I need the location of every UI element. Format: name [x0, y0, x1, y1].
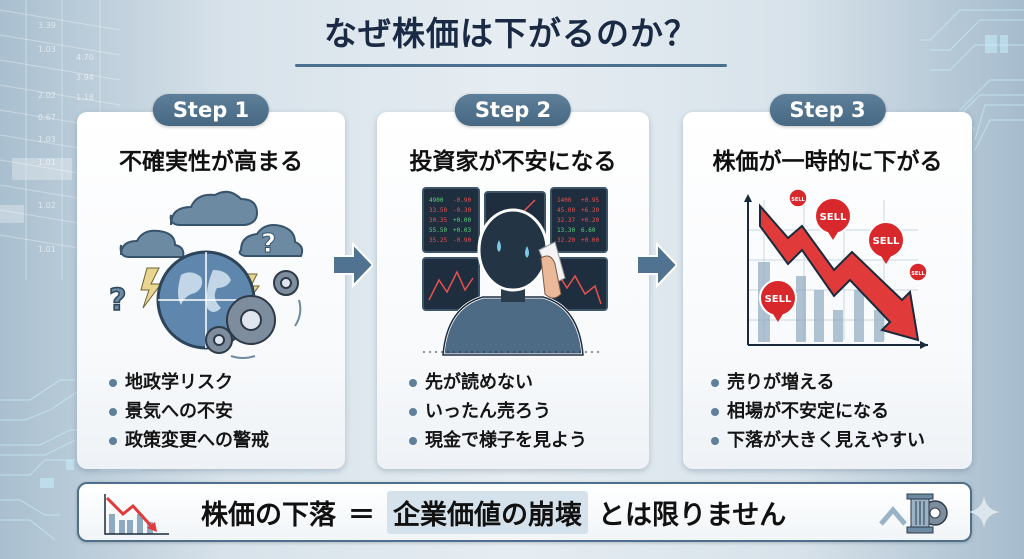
- bullet-item: 現金で様子を見よう: [409, 426, 587, 455]
- bg-number: 1.02: [38, 201, 56, 210]
- svg-text:-0.90: -0.90: [453, 237, 471, 244]
- sell-badge: SELL: [866, 221, 905, 264]
- conclusion-text: 株価の下落 ＝ 企業価値の崩壊 とは限りません: [201, 484, 786, 540]
- svg-text:?: ?: [261, 229, 276, 259]
- bullet-dot-icon: [109, 378, 117, 387]
- bg-number: 1.18: [76, 93, 94, 102]
- bg-number: 2.02: [38, 91, 56, 100]
- bullet-dot-icon: [711, 407, 719, 416]
- svg-text:+0.03: +0.03: [453, 227, 471, 234]
- sell-badge: SELL: [907, 262, 928, 282]
- bullet-item: 政策変更への警戒: [109, 426, 269, 455]
- svg-text:6.60: 6.60: [581, 227, 596, 234]
- svg-text:1400: 1400: [557, 197, 572, 204]
- conclusion-highlight: 企業価値の崩壊: [387, 490, 588, 534]
- bullet-text: 売りが増える: [727, 372, 835, 393]
- step-heading: 不確実性が高まる: [119, 149, 303, 175]
- svg-text:SELL: SELL: [911, 271, 925, 277]
- bullet-dot-icon: [409, 378, 417, 387]
- conclusion-part2: とは限りません: [598, 499, 787, 531]
- bullet-item: いったん売ろう: [409, 397, 587, 426]
- bullet-dot-icon: [109, 436, 117, 445]
- bg-number: 3.39: [38, 21, 56, 30]
- sparkle-icon: [968, 496, 1000, 528]
- step-bullets: 地政学リスク 景気への不安 政策変更への警戒: [109, 368, 269, 455]
- step-card-3: Step 3 株価が一時的に下がる: [683, 94, 972, 469]
- bullet-item: 売りが増える: [711, 368, 925, 397]
- svg-text:+6.20: +6.20: [581, 207, 599, 214]
- bullet-text: 相場が不安定になる: [727, 401, 889, 422]
- step-label: Step 2: [454, 94, 572, 126]
- bullet-dot-icon: [711, 378, 719, 387]
- step-card-1: Step 1 不確実性が高まる ? ?: [77, 94, 345, 469]
- svg-text:+0.20: +0.20: [581, 217, 599, 224]
- bullet-text: 現金で様子を見よう: [425, 430, 587, 451]
- svg-text:55.50: 55.50: [429, 227, 447, 234]
- title-block: なぜ株価は下がるのか？: [295, 14, 727, 67]
- conclusion-part1: 株価の下落: [201, 499, 336, 531]
- bullet-item: 景気への不安: [109, 397, 269, 426]
- svg-text:SELL: SELL: [764, 294, 791, 305]
- sell-badge: SELL: [758, 279, 797, 322]
- bg-number: 4.70: [76, 53, 94, 62]
- bullet-item: 下落が大きく見えやすい: [711, 426, 925, 455]
- svg-text:+0.00: +0.00: [453, 217, 471, 224]
- declining-chart-icon: [101, 492, 171, 536]
- step-label: Step 3: [769, 94, 886, 126]
- falling-chart-sell-icon: SELL SELL SELL SELL SELL: [718, 180, 938, 360]
- step-bullets: 先が読めない いったん売ろう 現金で様子を見よう: [409, 368, 587, 455]
- bullet-item: 相場が不安定になる: [711, 397, 925, 426]
- svg-text:+0.00: +0.00: [581, 237, 599, 244]
- step-heading: 投資家が不安になる: [409, 149, 617, 175]
- step-card-2: Step 2 投資家が不安になる 4900 -0.90 33.50 -0.30 30…: [377, 94, 649, 469]
- step-bullets: 売りが増える 相場が不安定になる 下落が大きく見えやすい: [711, 368, 925, 455]
- bullet-text: 下落が大きく見えやすい: [727, 430, 925, 451]
- svg-text:35.25: 35.25: [429, 237, 447, 244]
- svg-text:33.50: 33.50: [429, 207, 447, 214]
- title-underline: [295, 64, 727, 67]
- bg-number: 0.67: [38, 113, 56, 122]
- sell-badge: SELL: [787, 188, 808, 208]
- svg-text:4900: 4900: [429, 197, 444, 204]
- pillar-gear-icon: [879, 490, 959, 536]
- bg-number: 1.01: [38, 245, 56, 254]
- svg-text:13.30: 13.30: [557, 227, 575, 234]
- sell-badge: SELL: [813, 197, 852, 240]
- svg-text:32.37: 32.37: [557, 217, 575, 224]
- bullet-text: 政策変更への警戒: [125, 430, 269, 451]
- bg-number: 3.94: [76, 73, 94, 82]
- svg-text:30.35: 30.35: [429, 217, 447, 224]
- bullet-text: 景気への不安: [125, 401, 233, 422]
- equals-sign: ＝: [348, 499, 375, 531]
- bullet-text: 先が読めない: [425, 372, 533, 393]
- svg-text:32.20: 32.20: [557, 237, 575, 244]
- svg-text:SELL: SELL: [791, 197, 805, 203]
- bullet-dot-icon: [109, 407, 117, 416]
- worried-investor-screens-icon: 4900 -0.90 33.50 -0.30 30.35 +0.00 55.50 +0.…: [403, 180, 623, 360]
- bg-number: 1.03: [38, 135, 56, 144]
- bullet-text: 地政学リスク: [125, 372, 233, 393]
- svg-text:?: ?: [109, 283, 126, 318]
- svg-text:+0.95: +0.95: [581, 197, 599, 204]
- svg-text:45.00: 45.00: [557, 207, 575, 214]
- svg-text:-0.90: -0.90: [453, 197, 471, 204]
- bullet-item: 先が読めない: [409, 368, 587, 397]
- bg-number: 1.01: [38, 158, 56, 167]
- arrow-right-icon: [636, 240, 679, 290]
- bullet-text: いったん売ろう: [425, 401, 551, 422]
- conclusion-bar: 株価の下落 ＝ 企業価値の崩壊 とは限りません: [77, 482, 972, 542]
- bullet-dot-icon: [409, 407, 417, 416]
- bullet-dot-icon: [711, 436, 719, 445]
- bg-number: 1.03: [38, 45, 56, 54]
- svg-text:SELL: SELL: [819, 212, 846, 223]
- step-label: Step 1: [152, 94, 270, 126]
- bullet-dot-icon: [409, 436, 417, 445]
- bullet-item: 地政学リスク: [109, 368, 269, 397]
- globe-storm-gears-icon: ? ?: [101, 180, 321, 360]
- step-heading: 株価が一時的に下がる: [712, 149, 943, 175]
- svg-text:SELL: SELL: [872, 236, 899, 247]
- page-title: なぜ株価は下がるのか？: [324, 14, 698, 53]
- svg-text:-0.30: -0.30: [453, 207, 471, 214]
- arrow-right-icon: [332, 240, 375, 290]
